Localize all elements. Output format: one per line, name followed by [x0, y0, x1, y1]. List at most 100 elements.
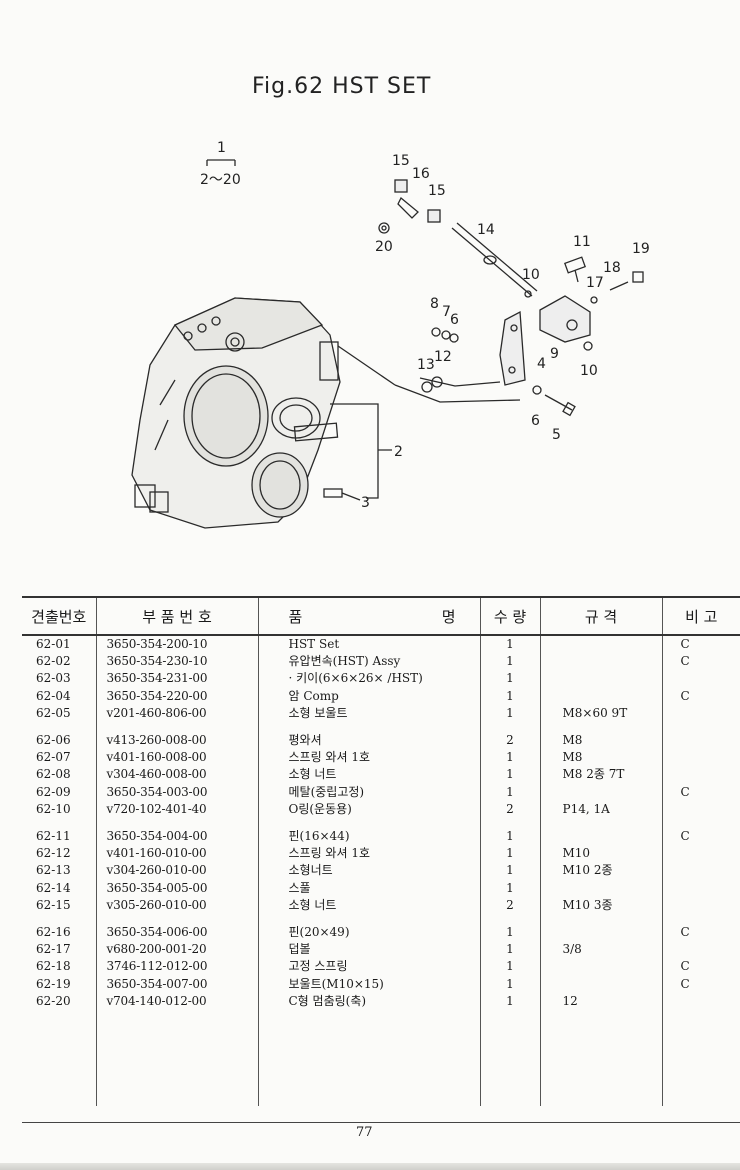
scan-edge	[0, 1163, 740, 1170]
row-remark	[661, 992, 740, 1011]
callout-6b: 6	[531, 413, 540, 429]
callout-3: 3	[361, 495, 370, 511]
row-name: 소형 보울트	[257, 704, 480, 723]
header-name-left: 품	[288, 607, 303, 626]
header-qty: 수 량	[479, 596, 540, 636]
row-part-number: v680-200-001-20	[95, 941, 258, 959]
row-spec	[539, 653, 662, 671]
row-qty: 1	[479, 975, 540, 993]
row-qty: 1	[479, 941, 540, 959]
figure-title: Fig.62 HST SET	[252, 74, 432, 99]
row-spec: 12	[539, 992, 662, 1011]
row-qty: 1	[479, 687, 540, 705]
row-no: 62-02	[36, 654, 71, 669]
row-part-number: 3650-354-230-10	[95, 653, 258, 671]
filler-cell	[661, 1010, 740, 1107]
header-no: 견출번호	[22, 596, 96, 636]
row-remark	[661, 800, 740, 819]
row-qty: 1	[479, 845, 540, 863]
row-remark	[661, 896, 740, 915]
row-qty: 1	[479, 749, 540, 767]
row-part-number: 3650-354-231-00	[95, 670, 258, 688]
row-no: 62-12	[36, 846, 71, 861]
row-spec: M8	[539, 722, 662, 750]
header-name-right: 명	[441, 607, 456, 626]
row-spec: M10 2종	[539, 862, 662, 880]
row-remark: C	[661, 818, 740, 846]
row-spec	[539, 670, 662, 688]
callout-6a: 6	[450, 312, 459, 328]
filler-cell	[257, 1010, 480, 1107]
row-spec: M10 3종	[539, 896, 662, 915]
row-name: C형 멈춤링(축)	[257, 992, 480, 1011]
row-spec: M10	[539, 845, 662, 863]
row-part-number: 3650-354-005-00	[95, 879, 258, 897]
table-filler-row	[22, 1010, 740, 1107]
row-no: 62-16	[36, 925, 71, 940]
row-spec	[539, 975, 662, 993]
row-qty: 1	[479, 914, 540, 942]
row-spec	[539, 783, 662, 801]
row-remark	[661, 879, 740, 897]
row-name: 유압변속(HST) Assy	[257, 653, 480, 671]
callout-assy-range: 2～20	[200, 172, 241, 188]
exploded-parts-diagram: 1 2～20 15 16 15 20 14 11 19 18 17 10 8 7…	[131, 140, 650, 529]
row-remark: C	[661, 914, 740, 942]
row-qty: 2	[479, 800, 540, 819]
row-remark	[661, 704, 740, 723]
row-no: 62-19	[36, 976, 71, 991]
header-name: 품 명	[257, 596, 480, 636]
row-part-number: 3650-354-200-10	[95, 635, 258, 654]
row-no: 62-17	[36, 942, 71, 957]
row-part-number: 3650-354-006-00	[95, 914, 258, 942]
row-name: 보울트(M10×15)	[257, 975, 480, 993]
row-remark	[661, 670, 740, 688]
row-name: O링(운동용)	[257, 800, 480, 819]
row-name: 핀(16×44)	[257, 818, 480, 846]
callout-13: 13	[417, 357, 435, 373]
row-part-number: v304-460-008-00	[95, 766, 258, 784]
row-remark	[661, 941, 740, 959]
row-name: 스풀	[257, 879, 480, 897]
callout-16: 16	[412, 166, 430, 182]
row-spec	[539, 958, 662, 976]
bottom-rule	[22, 1122, 740, 1123]
row-remark: C	[661, 783, 740, 801]
row-name: HST Set	[257, 635, 480, 654]
row-name: 고정 스프링	[257, 958, 480, 976]
row-qty: 1	[479, 958, 540, 976]
row-no: 62-04	[36, 688, 71, 703]
callout-14: 14	[477, 222, 495, 238]
callout-20: 20	[375, 239, 393, 255]
row-no: 62-11	[36, 829, 71, 844]
callout-19: 19	[632, 241, 650, 257]
table-header: 견출번호 부 품 번 호 품 명 수 량 규 격 비 고	[22, 596, 740, 636]
row-remark: C	[661, 687, 740, 705]
row-remark: C	[661, 635, 740, 654]
row-remark: C	[661, 975, 740, 993]
row-part-number: 3650-354-003-00	[95, 783, 258, 801]
row-remark: C	[661, 653, 740, 671]
callout-17: 17	[586, 275, 604, 291]
row-part-number: v401-160-008-00	[95, 749, 258, 767]
row-qty: 2	[479, 896, 540, 915]
callout-11: 11	[573, 234, 591, 250]
row-name: 스프링 와셔 1호	[257, 845, 480, 863]
row-remark	[661, 722, 740, 750]
row-spec	[539, 914, 662, 942]
